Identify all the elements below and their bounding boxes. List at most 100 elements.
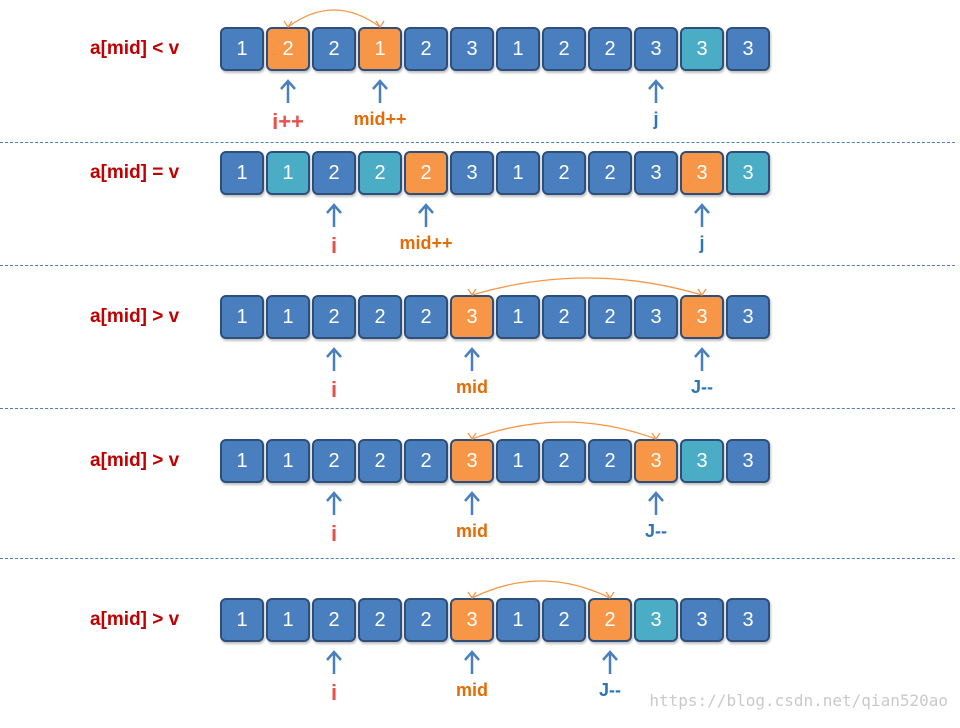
row-divider <box>0 265 955 266</box>
pointer-label-mid: mid <box>455 521 489 541</box>
up-arrow-icon <box>694 203 710 227</box>
swap-arrowhead <box>467 432 477 441</box>
swap-arc-path <box>471 580 611 599</box>
pointer-label-i: i <box>330 233 338 258</box>
up-arrow-icon <box>602 650 618 674</box>
pointer-label-j: J-- <box>645 521 667 541</box>
array-cell: 3 <box>450 151 494 195</box>
array-cell: 2 <box>542 27 586 71</box>
array-cell: 2 <box>266 27 310 71</box>
array-cell: 2 <box>404 27 448 71</box>
array-cell: 1 <box>220 295 264 339</box>
pointer-label-i: i <box>330 521 338 546</box>
array-cell: 2 <box>312 598 356 642</box>
swap-arc-path <box>471 421 657 440</box>
condition-label: a[mid] < v <box>90 38 180 59</box>
array-cell: 2 <box>542 598 586 642</box>
array-cell: 3 <box>450 439 494 483</box>
array-cell: 3 <box>450 27 494 71</box>
array-cell: 3 <box>726 295 770 339</box>
up-arrow-icon <box>280 79 296 103</box>
swap-arrowhead <box>467 288 477 297</box>
array-cell: 2 <box>588 151 632 195</box>
array-cell: 2 <box>358 598 402 642</box>
array-cell: 3 <box>680 295 724 339</box>
swap-arc <box>467 580 615 600</box>
array-cell: 1 <box>358 27 402 71</box>
array-cell: 2 <box>588 27 632 71</box>
array-cell: 2 <box>358 295 402 339</box>
array-cell: 2 <box>312 295 356 339</box>
pointer-label-mid: mid++ <box>399 233 453 253</box>
array-cell: 3 <box>634 439 678 483</box>
array-cell: 3 <box>726 151 770 195</box>
array-cell: 3 <box>680 439 724 483</box>
swap-arrowhead <box>697 288 707 297</box>
array-cell: 3 <box>450 598 494 642</box>
array-cell: 3 <box>680 598 724 642</box>
up-arrow-icon <box>326 650 342 674</box>
swap-arrowhead <box>375 20 385 29</box>
array-cell: 2 <box>404 151 448 195</box>
array-cell: 3 <box>634 27 678 71</box>
up-arrow-icon <box>418 203 434 227</box>
swap-arrowhead <box>467 591 477 600</box>
array-cell: 2 <box>358 151 402 195</box>
condition-label: a[mid] > v <box>90 450 180 471</box>
array-cell: 1 <box>220 598 264 642</box>
up-arrow-icon <box>464 491 480 515</box>
array-cell: 1 <box>496 151 540 195</box>
pointer-label-j: j <box>653 109 659 129</box>
up-arrow-icon <box>372 79 388 103</box>
array-cell: 3 <box>634 295 678 339</box>
up-arrow-icon <box>648 491 664 515</box>
array-cell: 1 <box>266 598 310 642</box>
array-cell: 3 <box>634 151 678 195</box>
swap-arrowhead <box>283 20 293 29</box>
pointer-label-mid: mid <box>455 377 489 397</box>
watermark-text: https://blog.csdn.net/qian520ao <box>649 691 948 710</box>
up-arrow-icon <box>326 203 342 227</box>
array-cell: 2 <box>588 439 632 483</box>
array-cell: 2 <box>404 295 448 339</box>
array-cell: 3 <box>634 598 678 642</box>
array-cell: 2 <box>312 27 356 71</box>
array-cell: 3 <box>726 439 770 483</box>
array-cell: 3 <box>450 295 494 339</box>
array-cell: 1 <box>496 598 540 642</box>
array-cell: 2 <box>542 295 586 339</box>
row-divider <box>0 558 955 559</box>
array-cell: 1 <box>496 295 540 339</box>
array-cell: 2 <box>542 151 586 195</box>
up-arrow-icon <box>326 347 342 371</box>
pointer-label-j: J-- <box>691 377 713 397</box>
array-cell: 2 <box>588 598 632 642</box>
array-cell: 2 <box>404 439 448 483</box>
array-cell: 3 <box>680 151 724 195</box>
pointer-label-j: j <box>699 233 705 253</box>
pointer-label-i: i <box>330 680 338 705</box>
array-cell: 2 <box>588 295 632 339</box>
array-cell: 2 <box>404 598 448 642</box>
row-divider <box>0 142 955 143</box>
pointer-label-mid: mid++ <box>353 109 407 129</box>
pointer-label-i: i <box>330 377 338 402</box>
swap-arc <box>467 421 661 441</box>
up-arrow-icon <box>464 650 480 674</box>
swap-arc-path <box>471 277 703 296</box>
array-cell: 2 <box>358 439 402 483</box>
array-cell: 2 <box>312 439 356 483</box>
pointer-label-i: i++ <box>272 109 304 134</box>
pointer-label-mid: mid <box>455 680 489 700</box>
array-cell: 2 <box>542 439 586 483</box>
condition-label: a[mid] > v <box>90 306 180 327</box>
swap-arrowhead <box>605 591 615 600</box>
condition-label: a[mid] = v <box>90 162 180 183</box>
